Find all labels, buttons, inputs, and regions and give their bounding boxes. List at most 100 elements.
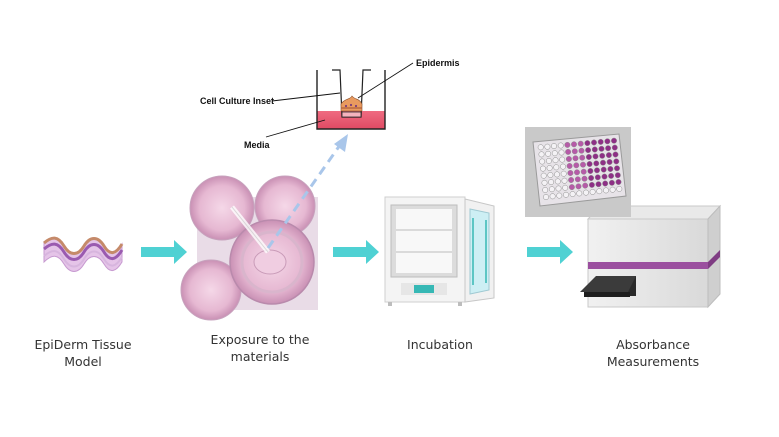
plate-well bbox=[577, 140, 584, 147]
plate-well bbox=[615, 179, 622, 185]
plate-well bbox=[561, 177, 568, 184]
plate-well bbox=[569, 191, 576, 198]
plate-well bbox=[603, 187, 609, 194]
media-label: Media bbox=[244, 140, 271, 150]
well-plate-photo bbox=[525, 127, 631, 217]
plate-well bbox=[544, 143, 551, 150]
plate-well bbox=[545, 150, 552, 157]
plate-well bbox=[585, 154, 592, 160]
plate-well bbox=[560, 170, 567, 177]
step-2-label-line-2: materials bbox=[230, 349, 290, 364]
plate-well bbox=[549, 193, 556, 200]
plate-well bbox=[591, 139, 597, 146]
plate-well bbox=[575, 183, 582, 190]
plate-well bbox=[591, 146, 598, 153]
plate-well bbox=[596, 188, 603, 195]
plate-well bbox=[557, 142, 564, 149]
plate-well bbox=[614, 165, 620, 172]
plate-well bbox=[608, 172, 615, 179]
plate-well bbox=[567, 170, 574, 176]
plate-well bbox=[599, 152, 606, 159]
plate-well bbox=[601, 173, 608, 180]
step-3-label: Incubation bbox=[407, 337, 473, 352]
plate-well bbox=[600, 159, 606, 166]
plate-well bbox=[552, 157, 559, 164]
plate-well bbox=[604, 138, 611, 145]
plate-well bbox=[568, 184, 575, 191]
plate-well bbox=[545, 157, 552, 164]
zoom-pointer-arrow bbox=[266, 134, 348, 249]
plate-well bbox=[548, 179, 555, 186]
plate-well bbox=[594, 174, 601, 181]
plate-well bbox=[581, 175, 588, 182]
plate-well bbox=[555, 185, 562, 192]
plate-well bbox=[576, 190, 583, 197]
step-4-label: Absorbance Measurements bbox=[606, 337, 700, 369]
plate-well bbox=[613, 158, 620, 165]
plate-well bbox=[583, 189, 589, 196]
process-arrow-2 bbox=[333, 240, 379, 264]
plate-well bbox=[588, 181, 595, 188]
plate-well bbox=[594, 167, 600, 174]
plate-well bbox=[563, 191, 569, 198]
plate-well bbox=[589, 188, 596, 195]
plate-well bbox=[543, 194, 549, 201]
plate-well bbox=[582, 182, 589, 189]
plate-well bbox=[588, 175, 595, 181]
cell-culture-inset-diagram: Epidermis Cell Culture Inset Media bbox=[200, 58, 460, 150]
plate-well bbox=[611, 137, 617, 144]
plate-well bbox=[540, 165, 546, 172]
plate-well bbox=[579, 154, 586, 161]
plate-reader-icon bbox=[580, 204, 722, 309]
step-2-label-line-1: Exposure to the bbox=[210, 332, 310, 347]
plate-well bbox=[548, 186, 555, 193]
plate-well bbox=[538, 151, 545, 158]
plate-well bbox=[553, 164, 560, 171]
plate-well bbox=[556, 192, 563, 199]
plate-well bbox=[554, 171, 560, 178]
plate-well bbox=[547, 172, 554, 178]
plate-well bbox=[587, 168, 594, 174]
plate-well bbox=[584, 140, 591, 147]
plate-well bbox=[541, 179, 548, 186]
plate-well bbox=[554, 178, 561, 185]
plate-well bbox=[608, 179, 615, 186]
epidermis-label: Epidermis bbox=[416, 58, 460, 68]
plate-well bbox=[540, 172, 547, 179]
plate-well bbox=[595, 181, 602, 188]
plate-well bbox=[598, 145, 605, 152]
step-2-label: Exposure to the materials bbox=[200, 331, 320, 365]
plate-well bbox=[592, 153, 599, 160]
tissue-section-icon bbox=[43, 236, 124, 272]
process-arrow-3 bbox=[527, 240, 573, 264]
plate-well bbox=[551, 143, 557, 150]
plate-well bbox=[580, 161, 586, 168]
plate-well bbox=[602, 180, 609, 187]
plate-well bbox=[565, 148, 572, 155]
plate-well bbox=[551, 150, 558, 157]
plate-well bbox=[546, 165, 553, 171]
step-1-label: EpiDerm Tissue Model bbox=[34, 337, 132, 369]
plate-well bbox=[607, 166, 614, 172]
plate-well bbox=[568, 177, 575, 183]
plate-well bbox=[616, 185, 623, 192]
plate-well bbox=[605, 145, 612, 152]
plate-well bbox=[537, 144, 544, 151]
plate-well bbox=[585, 147, 592, 154]
plate-well bbox=[565, 156, 572, 162]
plate-well bbox=[559, 156, 566, 163]
cell-culture-inset-label: Cell Culture Inset bbox=[200, 96, 274, 106]
plate-well bbox=[606, 159, 613, 165]
plate-well bbox=[566, 163, 573, 169]
plate-well bbox=[542, 187, 549, 193]
plate-well bbox=[574, 176, 581, 183]
plate-well bbox=[605, 152, 612, 159]
plate-well bbox=[571, 148, 578, 155]
plate-well bbox=[539, 158, 546, 165]
plate-well bbox=[572, 155, 579, 162]
plate-well bbox=[600, 166, 607, 173]
plate-well bbox=[558, 149, 565, 156]
plate-well bbox=[614, 172, 621, 179]
plate-well bbox=[611, 144, 618, 151]
